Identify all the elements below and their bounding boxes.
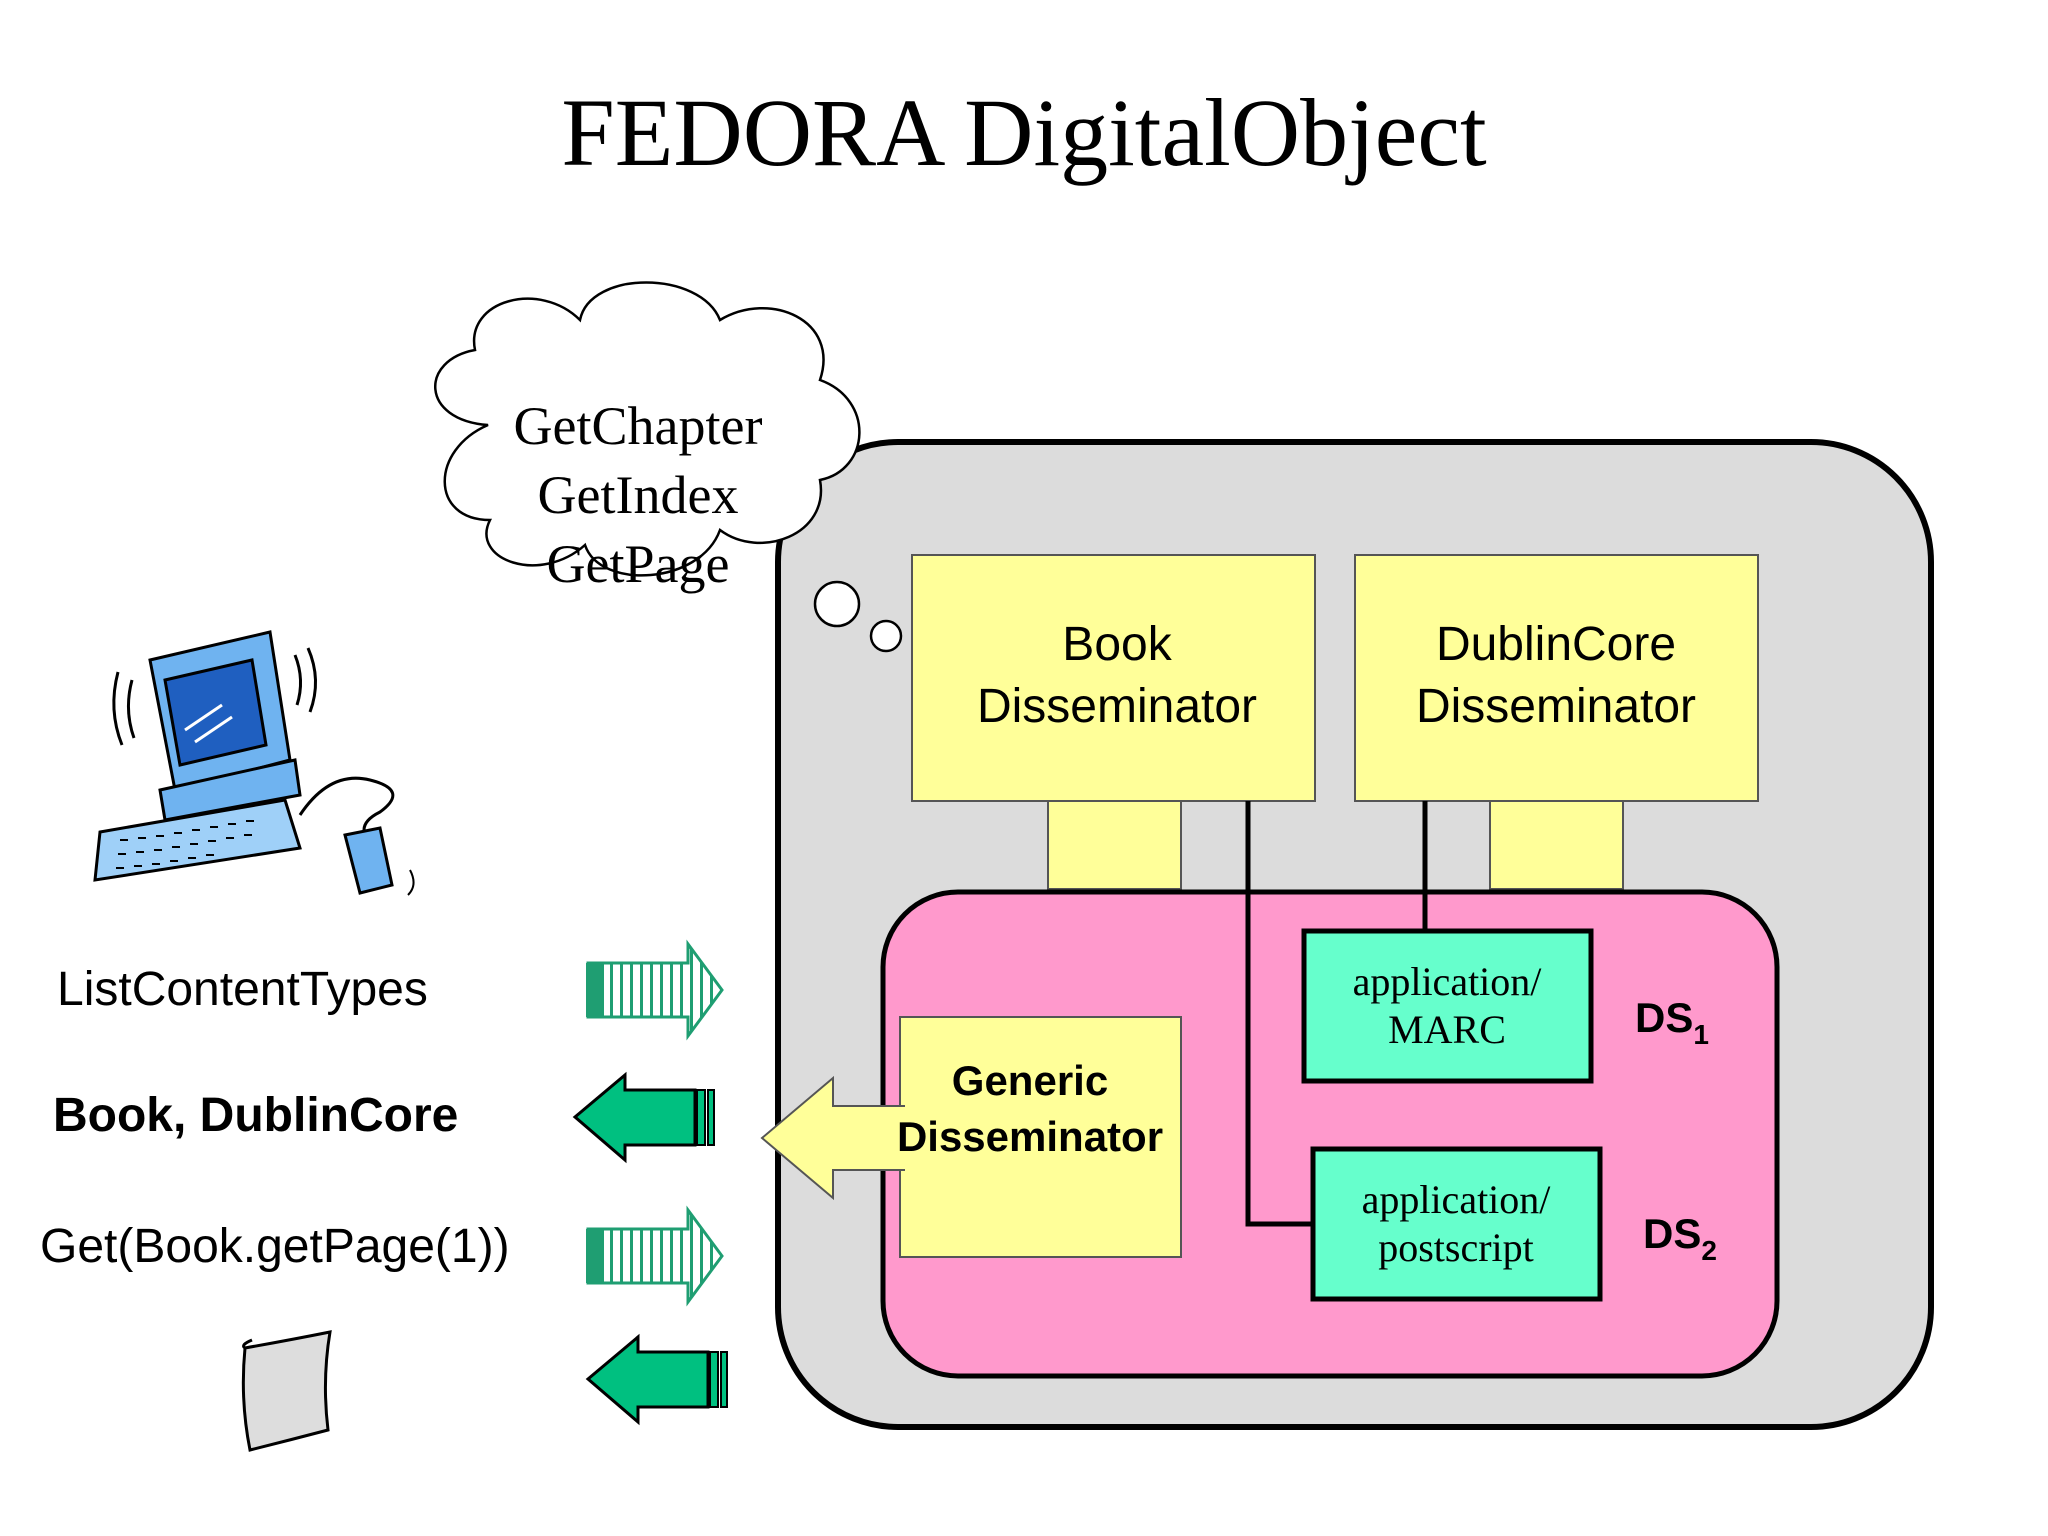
ds1-label: DS1	[1635, 994, 1709, 1050]
response-arrow-left-1	[572, 1071, 715, 1164]
ds1-subscript: 1	[1693, 1019, 1709, 1050]
response-arrow-left-2	[585, 1333, 728, 1426]
request-arrow-right-2	[586, 1205, 724, 1307]
ds2-box	[1310, 1146, 1603, 1302]
computer-icon	[93, 630, 415, 896]
ds1-box	[1301, 928, 1594, 1084]
page-icon	[241, 1330, 332, 1452]
ds2-mime-line-1: application/	[1362, 1177, 1552, 1222]
dublincore-disseminator-label-1: DublinCore	[1436, 618, 1676, 671]
page-title: FEDORA DigitalObject	[561, 79, 1487, 186]
cloud-line-getindex: GetIndex	[538, 465, 739, 525]
ds2-mime-line-2: postscript	[1378, 1225, 1534, 1270]
ds1-mime-line-2: MARC	[1388, 1007, 1506, 1052]
book-to-postscript-connector	[1245, 801, 1313, 1227]
ds2-label: DS2	[1643, 1210, 1717, 1266]
generic-disseminator-label-2: Disseminator	[897, 1113, 1163, 1160]
dublincore-disseminator-label-2: Disseminator	[1416, 680, 1696, 733]
dublincore-disseminator-tab	[1489, 800, 1624, 890]
request-label-get-book-page: Get(Book.getPage(1))	[40, 1220, 510, 1273]
book-disseminator-label-1: Book	[1062, 618, 1172, 671]
generic-disseminator-arrow	[760, 1075, 905, 1201]
book-disseminator	[911, 554, 1316, 802]
request-label-list-content-types: ListContentTypes	[57, 963, 428, 1016]
cloud-line-getchapter: GetChapter	[514, 396, 763, 456]
book-disseminator-tab	[1047, 800, 1182, 890]
ds1-mime-line-1: application/	[1353, 959, 1543, 1004]
generic-disseminator-label-1: Generic	[952, 1057, 1108, 1104]
dublincore-disseminator	[1354, 554, 1759, 802]
book-disseminator-label-2: Disseminator	[977, 680, 1257, 733]
response-label-book-dublincore: Book, DublinCore	[53, 1089, 458, 1142]
request-arrow-right-1	[586, 939, 724, 1041]
cloud-line-getpage: GetPage	[547, 534, 730, 594]
generic-disseminator	[899, 1016, 1182, 1258]
ds2-subscript: 2	[1701, 1235, 1717, 1266]
